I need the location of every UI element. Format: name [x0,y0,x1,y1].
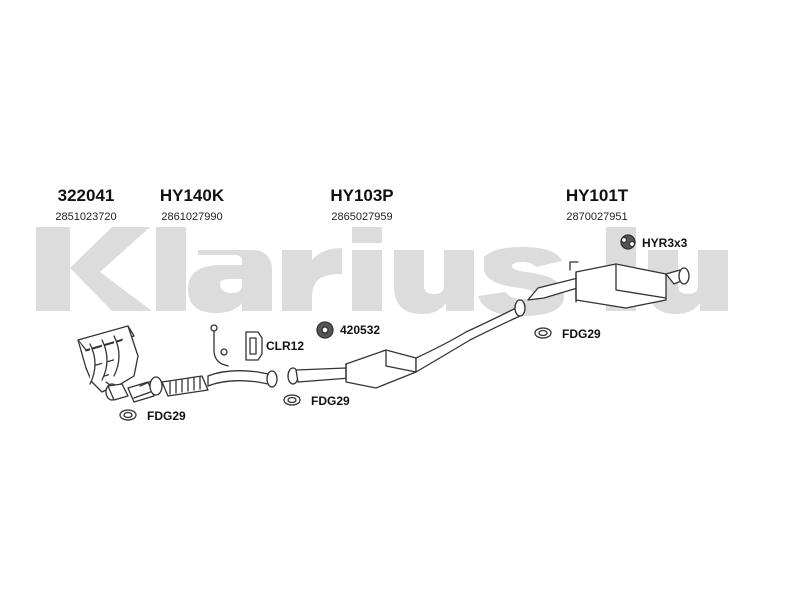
gasket-icon[interactable] [534,327,552,339]
part-number: 2865027959 [331,211,393,223]
hanger-rubber-label[interactable]: HYR3x3 [642,236,688,250]
mount-label[interactable]: 420532 [340,323,381,337]
part-label-hy101t[interactable]: HY101T 2870027951 [537,186,657,224]
hanger-rubber-icon[interactable] [620,234,636,250]
part-number: 2861027990 [161,211,223,223]
part-number: 2870027951 [566,211,628,223]
part-label-hy103p[interactable]: HY103P 2865027959 [302,186,422,224]
manifold-catalyst-part[interactable] [77,325,139,401]
front-pipe-part[interactable] [127,324,278,403]
clamp-icon[interactable] [245,331,263,361]
part-label-322041[interactable]: 322041 2851023720 [26,186,146,224]
gasket-label-right[interactable]: FDG29 [562,327,601,341]
gasket-icon[interactable] [283,394,301,406]
clamp-label[interactable]: CLR12 [266,339,305,353]
part-code: HY103P [330,186,394,205]
gasket-icon[interactable] [119,409,137,421]
mount-rubber-icon[interactable] [316,321,334,339]
rear-silencer-part[interactable] [527,261,690,309]
part-code: HY101T [565,186,629,205]
middle-silencer-part[interactable] [287,299,526,389]
part-label-hy140k[interactable]: HY140K 2861027990 [132,186,252,224]
part-number: 2851023720 [55,211,117,223]
gasket-label-middle[interactable]: FDG29 [311,394,350,408]
part-code: HY140K [159,186,225,205]
part-code: 322041 [57,186,115,205]
gasket-label-left[interactable]: FDG29 [147,409,186,423]
